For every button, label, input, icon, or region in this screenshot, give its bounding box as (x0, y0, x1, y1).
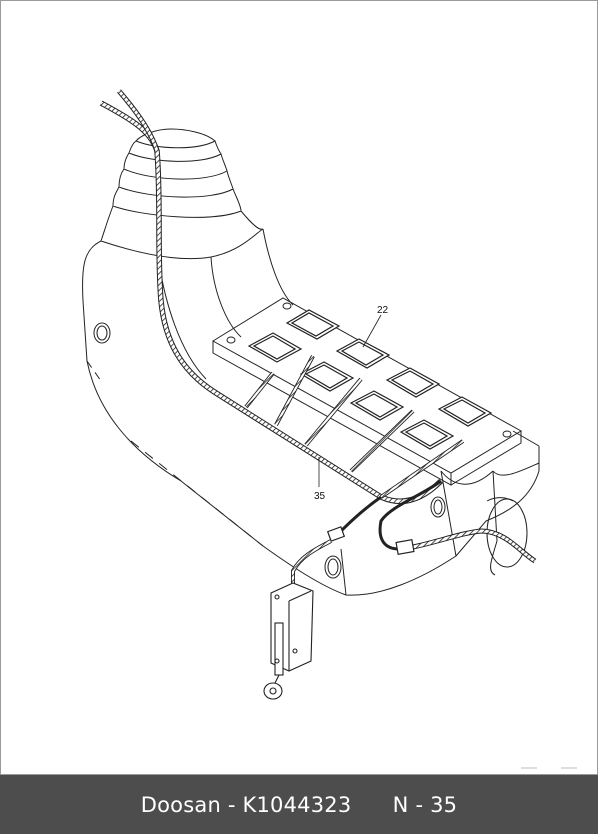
switch-1 (285, 309, 341, 340)
parts-diagram: 22 35 (82, 89, 577, 769)
limit-switch (263, 582, 314, 700)
switch-5 (385, 367, 441, 398)
switch-7 (437, 396, 493, 427)
rocker-switches (247, 309, 493, 450)
footer-part-number: K1044323 (242, 792, 352, 817)
footer-caption: Doosan - K1044323 N - 35 (141, 793, 457, 817)
footer-brand: Doosan (140, 792, 221, 817)
harness-connectors (326, 526, 415, 555)
callout-22: 22 (377, 305, 389, 316)
switch-8 (399, 419, 455, 450)
rubber-boot (100, 128, 264, 242)
mounting-holes (93, 322, 446, 579)
pivot-tube (486, 497, 528, 576)
switch-panel-plate (212, 297, 522, 486)
footer-page: N - 35 (392, 792, 458, 817)
footer-separator: - (220, 792, 243, 817)
switch-3 (335, 338, 391, 369)
switch-6 (349, 390, 405, 421)
callout-leaders (318, 314, 382, 487)
console-housing (82, 228, 540, 596)
wire-harness (99, 89, 537, 591)
switch-4 (299, 361, 355, 392)
switch-2 (247, 332, 303, 363)
footer-bar: Doosan - K1044323 N - 35 (0, 775, 598, 834)
callout-35: 35 (314, 491, 326, 502)
drawing-frame: 22 35 (0, 0, 598, 775)
